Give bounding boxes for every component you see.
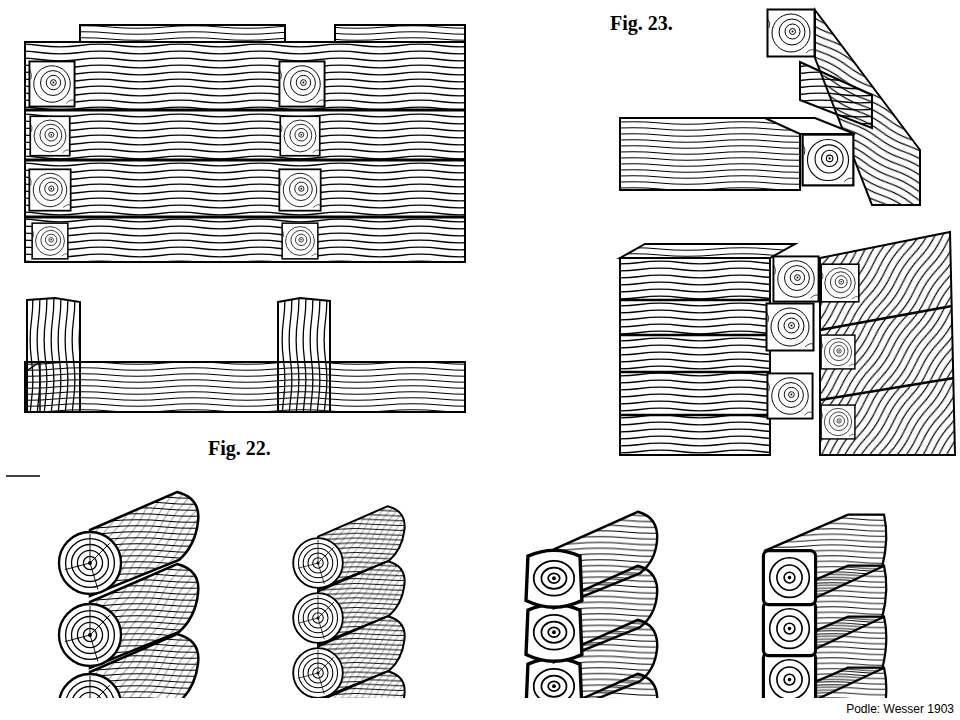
dash-mark: [6, 475, 40, 477]
log-profiles: [59, 492, 886, 698]
assembled-corner: [620, 232, 955, 455]
source-credit: Podle: Wesser 1903: [846, 703, 954, 716]
figure-label: Fig. 23.: [610, 12, 673, 34]
figure-label: Fig. 22.: [208, 437, 271, 459]
exploded-joint: [620, 10, 920, 206]
wall-section: [25, 298, 465, 412]
wall-face: [25, 25, 465, 262]
